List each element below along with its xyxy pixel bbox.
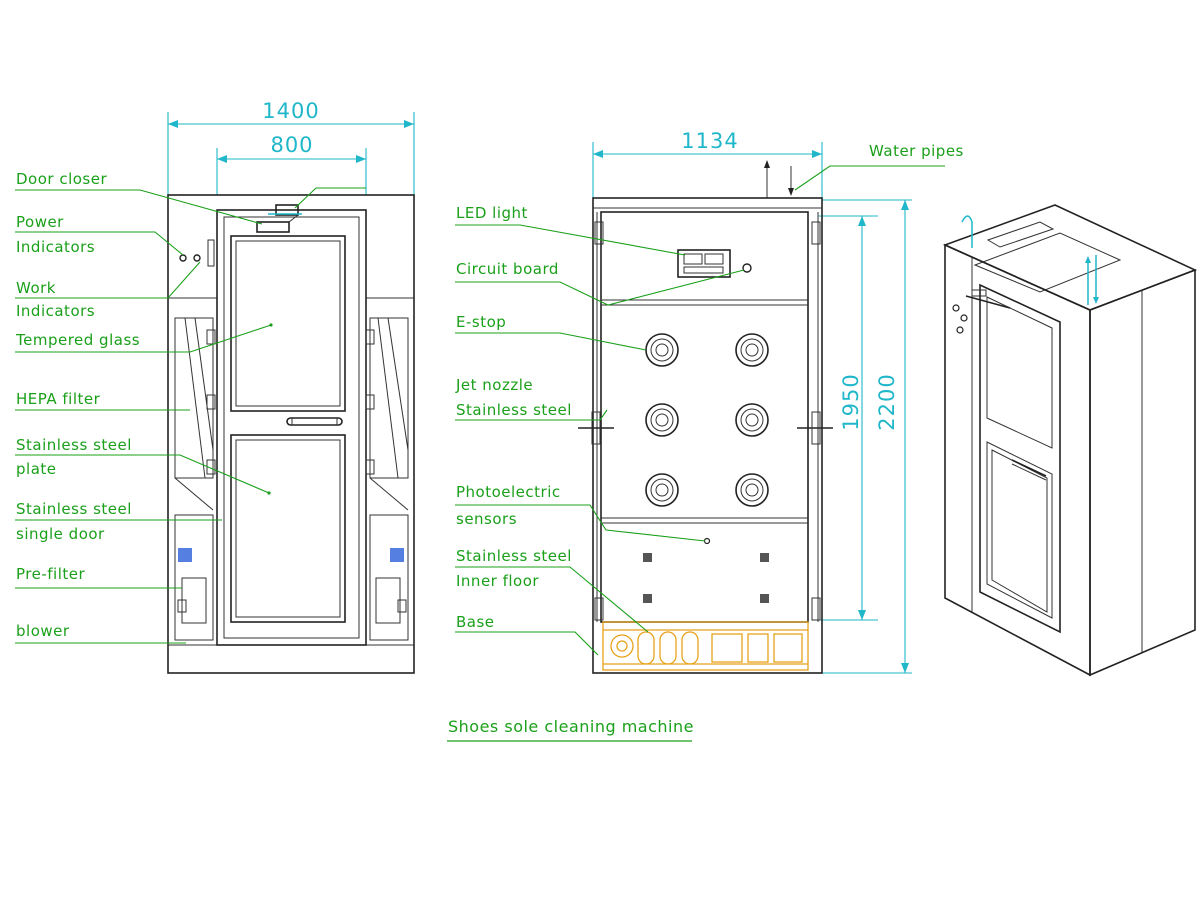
e-stop-icon — [742, 263, 752, 273]
right-hepa-filter — [365, 317, 409, 511]
label-work-line1: Work — [16, 279, 56, 297]
right-blower-unit — [369, 514, 409, 641]
jet-nozzles — [645, 333, 769, 507]
label-ss-door-line1: Stainless steel — [16, 500, 132, 518]
dimension-overall-width: 1400 — [167, 99, 415, 195]
label-photoelectric-line1: Photoelectric — [456, 483, 561, 501]
label-inner-floor-line2: Inner floor — [456, 572, 539, 590]
label-door-closer: Door closer — [16, 170, 107, 188]
jet-nozzle-icon — [735, 333, 769, 367]
left-hepa-filter — [174, 317, 216, 511]
drawing-title: Shoes sole cleaning machine — [447, 717, 694, 742]
floor-vents — [643, 553, 769, 603]
label-photoelectric-line2: sensors — [456, 510, 517, 528]
iso-door — [979, 283, 1061, 634]
dimension-inner-height: 1950 — [818, 215, 878, 621]
label-jet-nozzle-line1: Jet nozzle — [455, 376, 533, 394]
work-indicator-icon — [193, 254, 201, 262]
power-indicator-icon — [179, 254, 187, 262]
jet-nozzle-icon — [645, 333, 679, 367]
label-blower: blower — [16, 622, 70, 640]
door-closer-icon — [256, 204, 302, 233]
jet-nozzle-icon — [735, 403, 769, 437]
dim-1950: 1950 — [839, 373, 863, 430]
isometric-view — [942, 204, 1198, 677]
label-ss-plate-line2: plate — [16, 460, 57, 478]
label-hepa-filter: HEPA filter — [16, 390, 101, 408]
iso-side-face — [1089, 268, 1196, 677]
label-base: Base — [456, 613, 495, 631]
front-leader-lines — [15, 187, 366, 644]
dimension-door-width: 800 — [216, 133, 367, 195]
dimension-total-height: 2200 — [822, 199, 912, 674]
label-e-stop: E-stop — [456, 313, 506, 331]
photoelectric-sensor-icon — [703, 537, 711, 545]
label-circuit-board: Circuit board — [456, 260, 559, 278]
lower-glass-pane — [230, 434, 346, 623]
dim-800: 800 — [270, 133, 313, 157]
label-pre-filter: Pre-filter — [16, 565, 85, 583]
front-view: 1400 800 — [15, 99, 415, 674]
dim-2200: 2200 — [875, 373, 899, 430]
jet-nozzle-icon — [645, 403, 679, 437]
side-leader-lines — [455, 224, 745, 656]
label-power-line2: Indicators — [16, 238, 95, 256]
iso-indicator-icon — [960, 314, 968, 322]
door-frame — [216, 209, 367, 646]
jet-nozzle-icon — [735, 473, 769, 507]
iso-door-closer-icon — [965, 289, 1011, 309]
label-water-pipes: Water pipes — [869, 142, 964, 160]
label-jet-nozzle-line2: Stainless steel — [456, 401, 572, 419]
label-inner-floor-line1: Stainless steel — [456, 547, 572, 565]
label-ss-plate-line1: Stainless steel — [16, 436, 132, 454]
door-handle-icon — [286, 417, 343, 426]
control-panel — [677, 249, 731, 278]
dim-1400: 1400 — [262, 99, 319, 123]
dim-1134: 1134 — [681, 129, 738, 153]
left-side-handle-icon — [578, 411, 614, 445]
upper-glass-pane — [230, 235, 346, 412]
water-pipes-icon — [764, 160, 794, 198]
jet-nozzle-icon — [645, 473, 679, 507]
iso-top-face — [942, 204, 1198, 311]
title-text: Shoes sole cleaning machine — [448, 717, 694, 736]
left-blower-unit — [174, 514, 214, 641]
dimension-side-width: 1134 — [592, 129, 823, 198]
side-view: 1134 Water pipes 1950 2200 — [455, 129, 964, 674]
iso-door-handle-icon — [1011, 459, 1047, 481]
front-cabinet-outline — [167, 194, 415, 674]
iso-water-pipes-icon — [961, 215, 1099, 305]
label-work-line2: Indicators — [16, 302, 95, 320]
base-frame — [602, 621, 809, 671]
iso-indicator-icon — [952, 304, 960, 312]
label-ss-door-line2: single door — [16, 525, 105, 543]
label-tempered-glass: Tempered glass — [15, 331, 140, 349]
label-led-light: LED light — [456, 204, 528, 222]
side-cabinet-outline — [592, 197, 823, 674]
label-power-line1: Power — [16, 213, 64, 231]
iso-indicator-icon — [956, 326, 964, 334]
right-side-handle-icon — [797, 411, 833, 445]
